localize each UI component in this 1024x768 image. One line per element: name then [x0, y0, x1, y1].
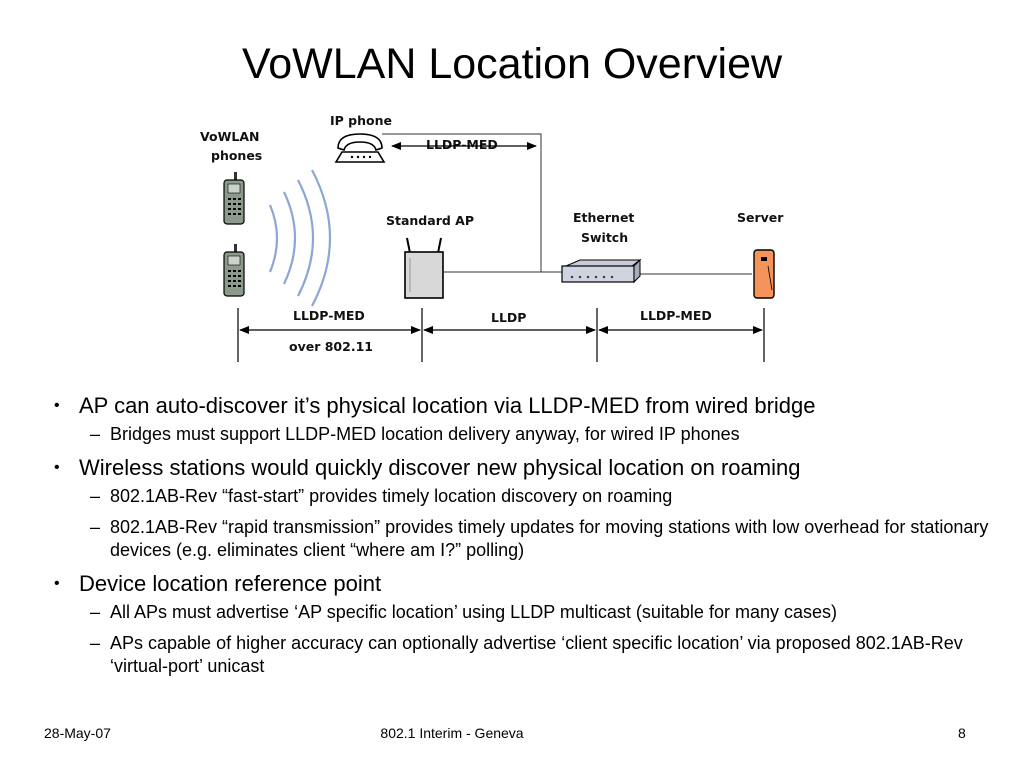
bullet-text: AP can auto-discover it’s physical locat…	[79, 393, 816, 418]
dash-icon: –	[90, 486, 101, 506]
vowlan-phone-icon	[223, 172, 245, 225]
server-label: Server	[737, 210, 784, 225]
bullet-item: • AP can auto-discover it’s physical loca…	[54, 392, 1004, 420]
segment-1-sublabel: over 802.11	[289, 339, 373, 354]
bullet-dot-icon: •	[54, 397, 60, 414]
radio-waves-icon	[268, 169, 331, 307]
sub-bullet-item: –All APs must advertise ‘AP specific loc…	[78, 601, 1004, 624]
ip-phone-icon	[334, 133, 386, 163]
bullet-text: Wireless stations would quickly discover…	[79, 455, 801, 480]
sub-bullet-text: Bridges must support LLDP-MED location d…	[110, 424, 740, 444]
footer-title: 802.1 Interim - Geneva	[380, 725, 524, 741]
dash-icon: –	[90, 517, 101, 537]
lldp-med-top-label: LLDP-MED	[426, 137, 498, 152]
access-point-icon	[404, 237, 444, 299]
sub-bullet-text: APs capable of higher accuracy can optio…	[110, 633, 963, 676]
ethernet-switch-icon	[561, 258, 642, 284]
vowlan-phones-label-2: phones	[211, 148, 262, 163]
ip-phone-label: IP phone	[330, 113, 392, 128]
segment-3-label: LLDP-MED	[640, 308, 712, 323]
vowlan-phones-label: VoWLAN	[200, 129, 259, 144]
page-number: 8	[958, 725, 966, 741]
vowlan-phone-icon	[223, 244, 245, 297]
ethernet-switch-label-2: Switch	[581, 230, 628, 245]
footer-date: 28-May-07	[44, 725, 111, 741]
network-diagram: VoWLAN phones IP phone LLDP-MED Standard…	[200, 113, 784, 362]
server-icon	[753, 249, 775, 299]
sub-bullet-text: All APs must advertise ‘AP specific loca…	[110, 602, 837, 622]
dash-icon: –	[90, 602, 101, 622]
segment-dividers	[237, 308, 765, 362]
dash-icon: –	[90, 633, 101, 653]
slide-title: VoWLAN Location Overview	[241, 40, 783, 88]
sub-bullet-text: 802.1AB-Rev “rapid transmission” provide…	[110, 517, 989, 560]
sub-bullet-item: –Bridges must support LLDP-MED location …	[78, 423, 1004, 446]
bullet-item: • Wireless stations would quickly discove…	[54, 454, 1004, 482]
segment-2-label: LLDP	[491, 310, 526, 325]
ethernet-switch-label: Ethernet	[573, 210, 634, 225]
dash-icon: –	[90, 424, 101, 444]
bullet-list: • AP can auto-discover it’s physical loca…	[54, 392, 1004, 686]
sub-bullet-text: 802.1AB-Rev “fast-start” provides timely…	[110, 486, 673, 506]
bullet-dot-icon: •	[54, 575, 60, 592]
sub-bullet-item: –APs capable of higher accuracy can opti…	[78, 632, 1004, 678]
segment-1-label: LLDP-MED	[293, 308, 365, 323]
standard-ap-label: Standard AP	[386, 213, 474, 228]
sub-bullet-item: –802.1AB-Rev “rapid transmission” provid…	[78, 516, 1004, 562]
bullet-dot-icon: •	[54, 459, 60, 476]
bullet-item: • Device location reference point	[54, 570, 1004, 598]
bullet-text: Device location reference point	[79, 571, 382, 596]
sub-bullet-item: –802.1AB-Rev “fast-start” provides timel…	[78, 485, 1004, 508]
